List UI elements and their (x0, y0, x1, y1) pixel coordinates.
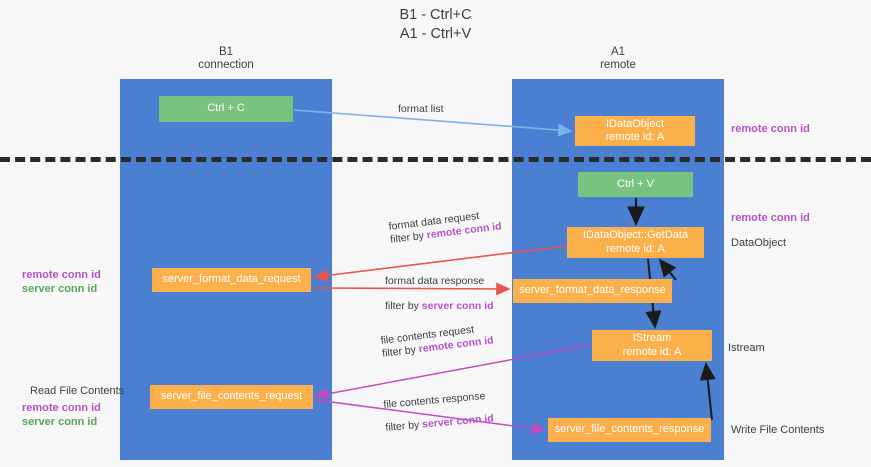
node-ctrl-v[interactable]: Ctrl + V (578, 172, 693, 197)
node-istream-line2: remote id: A (622, 345, 682, 358)
lane-header-b1-name: B1 (218, 46, 234, 58)
node-sfcresp-label: server_file_contents_response (554, 423, 705, 436)
annotation-left-remote-conn-id: remote conn id (22, 269, 101, 281)
annotation-dataobject-text: DataObject (731, 237, 787, 249)
node-istream[interactable]: IStream remote id: A (592, 330, 712, 361)
edge-label-format-data-response: format data response filter by server co… (385, 275, 494, 313)
edge-label-fdresp-line1: format data response (385, 275, 485, 287)
annotation-left-server-conn-id-2: server conn id (22, 416, 98, 428)
annotation-istream-text: Istream (728, 342, 765, 354)
edge-label-fcresp-line2: filter by server conn id (385, 412, 494, 434)
node-sfcreq-label: server_file_contents_request (160, 390, 303, 403)
node-getdata-line1: IDataObject::GetData (582, 229, 689, 241)
node-idataobject-line2: remote id: A (605, 131, 665, 143)
node-server-file-contents-request[interactable]: server_file_contents_request (150, 385, 313, 409)
annotation-dataobject: DataObject (731, 236, 786, 250)
node-getdata-line2: remote id: A (606, 242, 665, 255)
node-ctrl-c-label: Ctrl + C (207, 102, 245, 115)
edge-label-fcresp-prefix: filter by (385, 418, 423, 434)
edge-label-file-contents-request: file contents request filter by remote c… (380, 321, 494, 360)
lane-header-b1-sub: connection (198, 59, 254, 71)
annotation-left-remote-conn-id-2: remote conn id (22, 402, 101, 414)
node-server-format-data-response[interactable]: server_format_data_response (513, 279, 672, 303)
title-line-1: B1 - Ctrl+C (399, 7, 472, 23)
node-idataobject[interactable]: IDataObject remote id: A (575, 116, 695, 146)
annotation-read-file-contents-text: Read File Contents (30, 385, 125, 397)
edge-label-file-contents-response: file contents response filter by server … (383, 390, 494, 435)
diagram-title: B1 - Ctrl+C A1 - Ctrl+V (0, 6, 871, 44)
annotation-write-file-contents-text: Write File Contents (731, 424, 825, 436)
edge-label-fdresp-line2: filter by server conn id (385, 300, 494, 313)
lane-header-b1: B1 connection (120, 46, 332, 72)
edge-label-fdresp-prefix: filter by (385, 300, 422, 312)
node-server-format-data-request[interactable]: server_format_data_request (152, 268, 311, 292)
node-server-file-contents-response[interactable]: server_file_contents_response (548, 418, 711, 442)
node-sfdresp-label: server_format_data_response (519, 284, 666, 297)
annotation-remote-conn-id-top: remote conn id (731, 122, 810, 136)
node-sfdreq-label: server_format_data_request (162, 273, 301, 286)
edge-label-fcresp-id: server conn id (421, 412, 495, 431)
edge-label-format-data-request: format data request filter by remote con… (388, 207, 502, 246)
edge-label-format-list-text: format list (398, 103, 444, 115)
edge-label-fdresp-id: server conn id (421, 300, 494, 312)
title-line-2: A1 - Ctrl+V (399, 26, 472, 42)
annotation-istream: Istream (728, 341, 765, 355)
lane-header-a1-sub: remote (600, 59, 636, 71)
node-ctrl-c[interactable]: Ctrl + C (159, 96, 293, 122)
phase-separator (0, 157, 871, 162)
lane-header-a1-name: A1 (610, 46, 626, 58)
annotation-remote-conn-id-mid-text: remote conn id (731, 212, 810, 224)
lane-header-a1: A1 remote (512, 46, 724, 72)
node-idataobject-getdata[interactable]: IDataObject::GetData remote id: A (567, 227, 704, 258)
annotation-left-conn-ids-lower: remote conn id server conn id (22, 401, 101, 429)
node-idataobject-line1: IDataObject (605, 117, 665, 130)
annotation-left-conn-ids-upper: remote conn id server conn id (22, 268, 101, 296)
annotation-remote-conn-id-mid: remote conn id (731, 211, 810, 225)
node-ctrl-v-label: Ctrl + V (617, 177, 654, 190)
annotation-read-file-contents: Read File Contents (30, 384, 124, 398)
node-istream-line1: IStream (632, 332, 672, 344)
edge-label-fcresp-line1: file contents response (383, 390, 486, 411)
annotation-left-server-conn-id: server conn id (22, 283, 98, 295)
annotation-write-file-contents: Write File Contents (731, 423, 824, 437)
annotation-remote-conn-id-top-text: remote conn id (731, 123, 810, 135)
edge-label-format-list: format list (398, 103, 444, 116)
